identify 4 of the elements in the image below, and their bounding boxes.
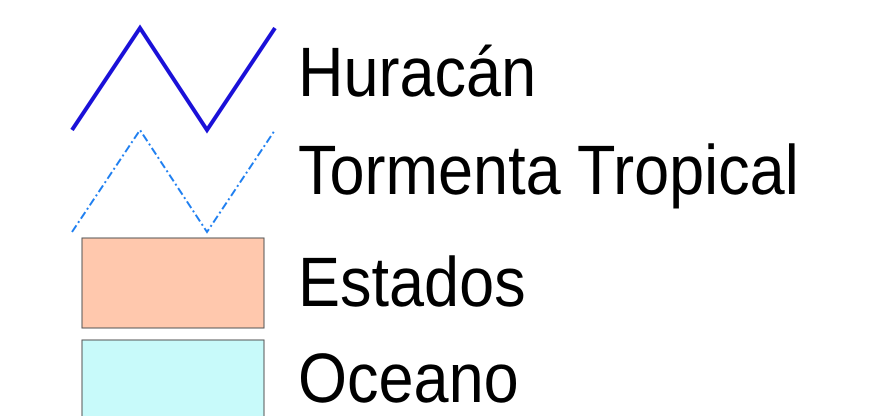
legend-label: Huracán	[298, 32, 536, 112]
legend-label: Tormenta Tropical	[298, 130, 799, 210]
legend-label: Oceano	[298, 338, 519, 416]
legend-label: Estados	[298, 242, 526, 322]
